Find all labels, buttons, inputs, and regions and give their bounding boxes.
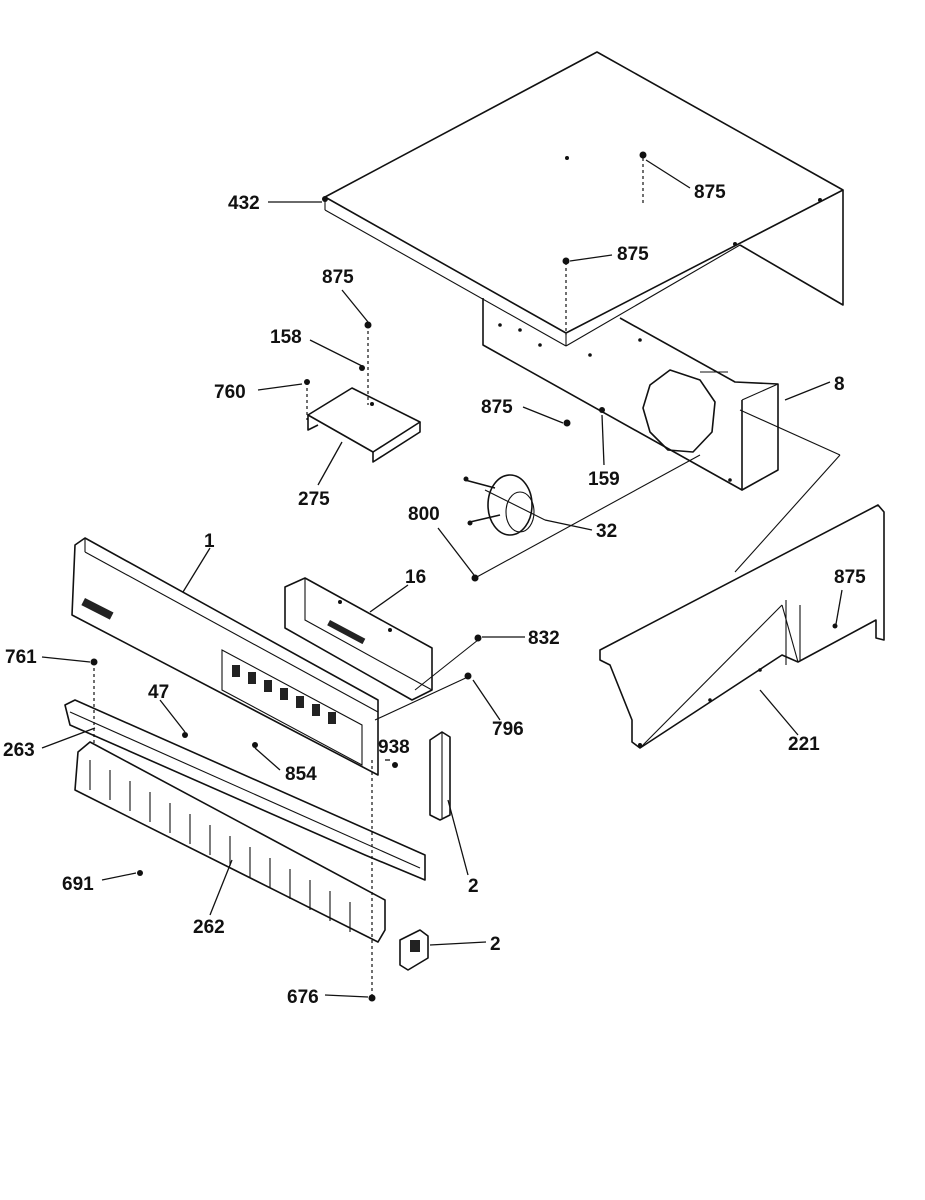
- callout-262: 262: [193, 917, 225, 938]
- bracket-part: [307, 387, 421, 463]
- callout-875-housing: 875: [481, 397, 513, 418]
- callout-875-side: 875: [834, 567, 866, 588]
- callout-676: 676: [287, 987, 319, 1008]
- callout-2-bottom: 2: [490, 934, 501, 955]
- callout-2-side: 2: [468, 876, 479, 897]
- blower-motor-part: [463, 474, 546, 536]
- callout-labels: 432 875 875 875 158 760 275 8 875 159 80…: [3, 182, 866, 1008]
- callout-832: 832: [528, 628, 560, 649]
- callout-8: 8: [834, 374, 845, 395]
- trim-strip-part: [64, 699, 426, 881]
- callout-760: 760: [214, 382, 246, 403]
- vent-slots: [89, 760, 351, 932]
- callout-32: 32: [596, 521, 617, 542]
- callout-47: 47: [148, 682, 169, 703]
- callout-938: 938: [378, 737, 410, 758]
- fastener-paths: [93, 158, 841, 1000]
- kick-panel-part: [74, 741, 386, 943]
- callout-1: 1: [204, 531, 215, 552]
- top-cover-part: [324, 51, 844, 347]
- fasteners: [90, 151, 647, 1002]
- callout-275: 275: [298, 489, 330, 510]
- callout-875-cover: 875: [617, 244, 649, 265]
- callout-796: 796: [492, 719, 524, 740]
- callout-263: 263: [3, 740, 35, 761]
- callout-432: 432: [228, 193, 260, 214]
- callout-761: 761: [5, 647, 37, 668]
- end-cap-bottom-part: [399, 929, 429, 971]
- side-panel-part: [599, 504, 885, 749]
- callout-691: 691: [62, 874, 94, 895]
- callout-875-bracket: 875: [322, 267, 354, 288]
- callout-158: 158: [270, 327, 302, 348]
- control-board-part: [284, 577, 433, 701]
- callout-875-top: 875: [694, 182, 726, 203]
- leader-lines: [41, 159, 843, 998]
- callout-221: 221: [788, 734, 820, 755]
- blower-housing-part: [482, 298, 779, 491]
- control-panel-part: [71, 537, 379, 776]
- callout-159: 159: [588, 469, 620, 490]
- end-cap-right-part: [429, 731, 451, 821]
- callout-16: 16: [405, 567, 426, 588]
- callout-854: 854: [285, 764, 317, 785]
- callout-800: 800: [408, 504, 440, 525]
- display-digits: [232, 665, 336, 724]
